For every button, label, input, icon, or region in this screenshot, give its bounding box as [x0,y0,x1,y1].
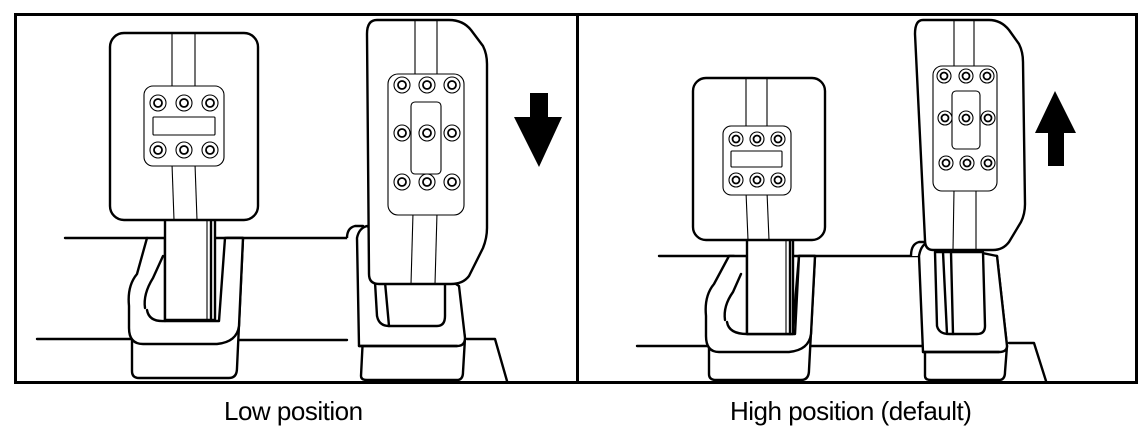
tall-pedal [365,18,489,286]
caption-high-position: High position (default) [730,396,972,426]
short-pedal-base [704,254,817,381]
caption-low-position: Low position [224,396,363,426]
pedal-position-figure [14,13,1138,384]
short-pedal-base [127,236,245,380]
bolt-grid [393,76,461,191]
short-pedal [691,76,827,242]
arrow-down-icon [514,93,562,167]
bolt-grid [936,68,996,171]
bolt-grid [149,94,219,159]
tall-pedal-base [909,240,1009,381]
tall-pedal [913,18,1027,252]
arrow-up-icon [1035,91,1076,166]
high-position-illustration [635,18,1076,381]
panel-high-position [579,16,1135,381]
bolt-grid [728,131,786,188]
short-pedal [108,31,260,222]
low-position-illustration [35,18,562,381]
panel-low-position [17,16,579,381]
